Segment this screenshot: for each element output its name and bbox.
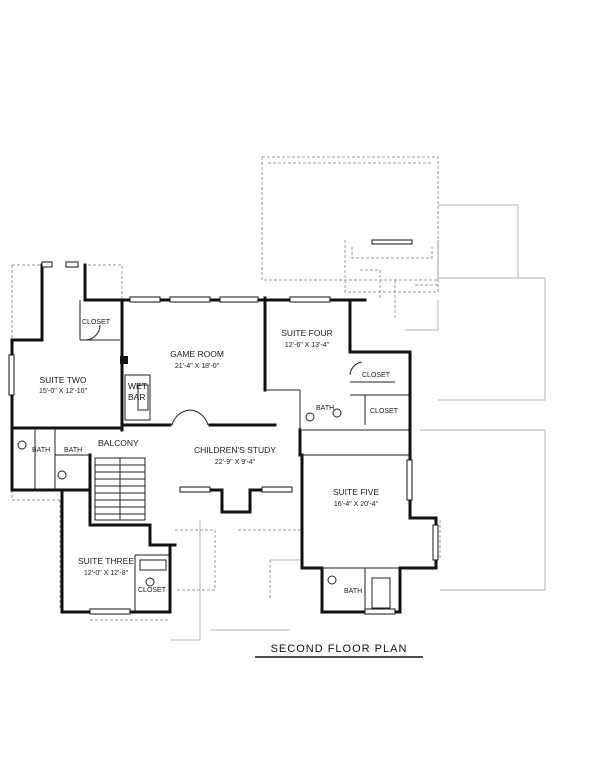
closet-hall-label: CLOSET (370, 408, 399, 415)
closet-suite-three-label: CLOSET (138, 587, 167, 594)
lower-roof-outline (11, 264, 300, 641)
suite-two-dims: 15'-0" X 12'-10" (39, 388, 88, 395)
exterior-walls (10, 263, 438, 614)
suite-three-dims: 12'-0" X 12'-8" (84, 570, 129, 577)
game-room-dims: 21'-4" X 18'-0" (175, 363, 220, 370)
bath-left-2-label: BATH (64, 447, 82, 454)
suite-three-name: SUITE THREE (78, 556, 134, 566)
staircase (94, 457, 146, 521)
suite-four-name: SUITE FOUR (281, 328, 332, 338)
plan-title: SECOND FLOOR PLAN (271, 643, 408, 655)
closet-suite-four-label: CLOSET (362, 372, 391, 379)
bath-left-1-label: BATH (32, 447, 50, 454)
roof-outline (261, 156, 546, 591)
bath-four-label: BATH (316, 405, 334, 412)
childrens-study-name: CHILDREN'S STUDY (194, 445, 276, 455)
bath-five-label: BATH (344, 588, 362, 595)
fixtures (17, 324, 391, 609)
closet-suite-two-label: CLOSET (82, 319, 111, 326)
suite-two-name: SUITE TWO (39, 375, 86, 385)
balcony-label: BALCONY (98, 438, 139, 448)
suite-four-dims: 12'-6" X 13'-4" (285, 342, 330, 349)
suite-five-name: SUITE FIVE (333, 487, 380, 497)
game-room-name: GAME ROOM (170, 349, 224, 359)
childrens-study-dims: 22'-9" X 9'-4" (215, 459, 256, 466)
windows (8, 239, 439, 615)
suite-five-dims: 16'-4" X 20'-4" (334, 501, 379, 508)
interior-walls (10, 298, 410, 612)
wet-bar-label-line1: WET (128, 381, 147, 391)
room-labels: SUITE TWO 15'-0" X 12'-10" GAME ROOM 21'… (32, 319, 399, 595)
wet-bar-label-line2: BAR (128, 392, 145, 402)
